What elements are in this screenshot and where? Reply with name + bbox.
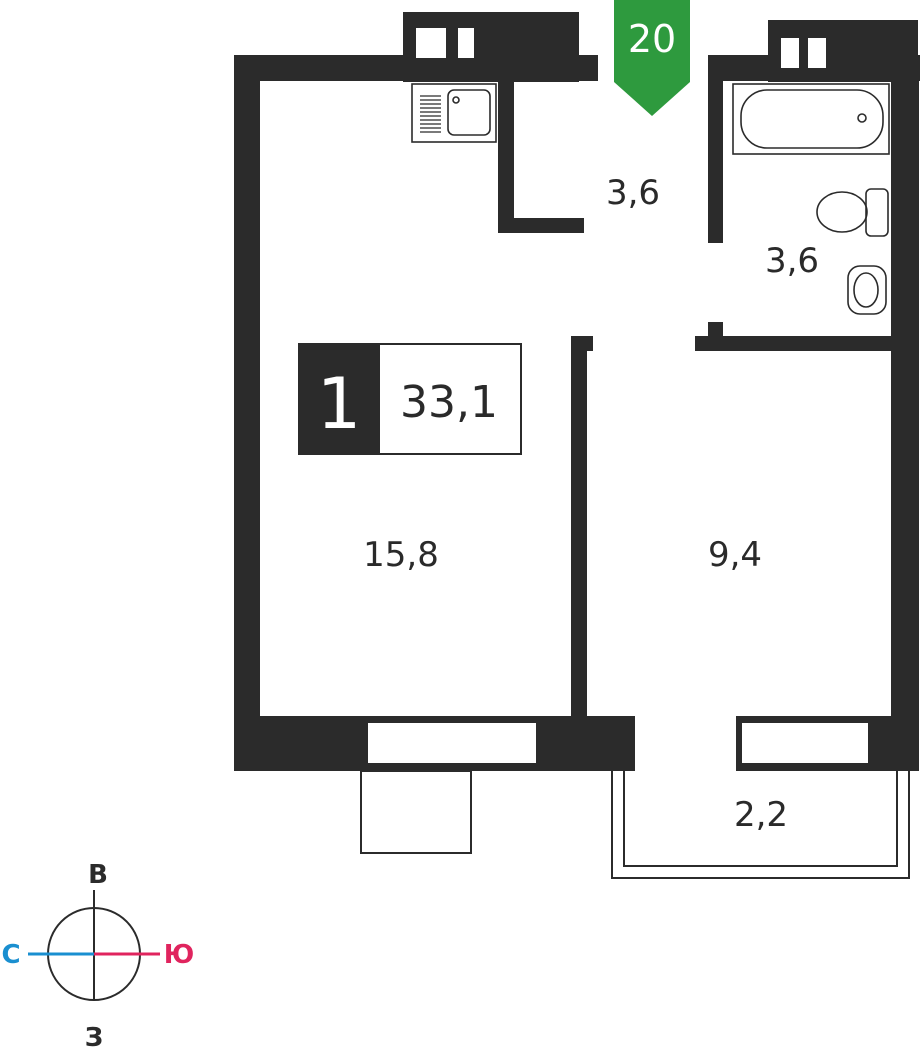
- window-icon: [368, 723, 536, 763]
- window-icon: [808, 38, 826, 68]
- toilet-icon: [816, 188, 889, 237]
- balcony-left: [360, 770, 472, 854]
- compass: В З С Ю: [1, 860, 194, 1053]
- corridor-area: 3,6: [606, 173, 660, 213]
- window-icon: [742, 723, 868, 763]
- balcony-right: [611, 771, 910, 879]
- apartment-info-box: 1 33,1: [298, 343, 522, 455]
- window-icon: [416, 28, 446, 58]
- window-icon: [781, 38, 799, 68]
- bedroom-area: 9,4: [708, 535, 762, 575]
- apartment-marker: 20: [614, 0, 690, 116]
- compass-north-label: В: [88, 860, 108, 890]
- compass-west-label: С: [1, 940, 20, 970]
- windows: [368, 28, 868, 763]
- room-count: 1: [317, 363, 362, 445]
- apartment-number: 20: [628, 17, 676, 61]
- total-area: 33,1: [400, 377, 498, 428]
- compass-south-label: З: [85, 1023, 103, 1053]
- bathtub-icon: [732, 83, 890, 155]
- sink-icon: [411, 83, 497, 143]
- washbasin-icon: [847, 265, 887, 315]
- compass-east-label: Ю: [164, 940, 195, 970]
- balcony-area: 2,2: [734, 795, 788, 835]
- window-icon: [458, 28, 474, 58]
- living-room-area: 15,8: [363, 535, 439, 575]
- bathroom-area: 3,6: [765, 241, 819, 281]
